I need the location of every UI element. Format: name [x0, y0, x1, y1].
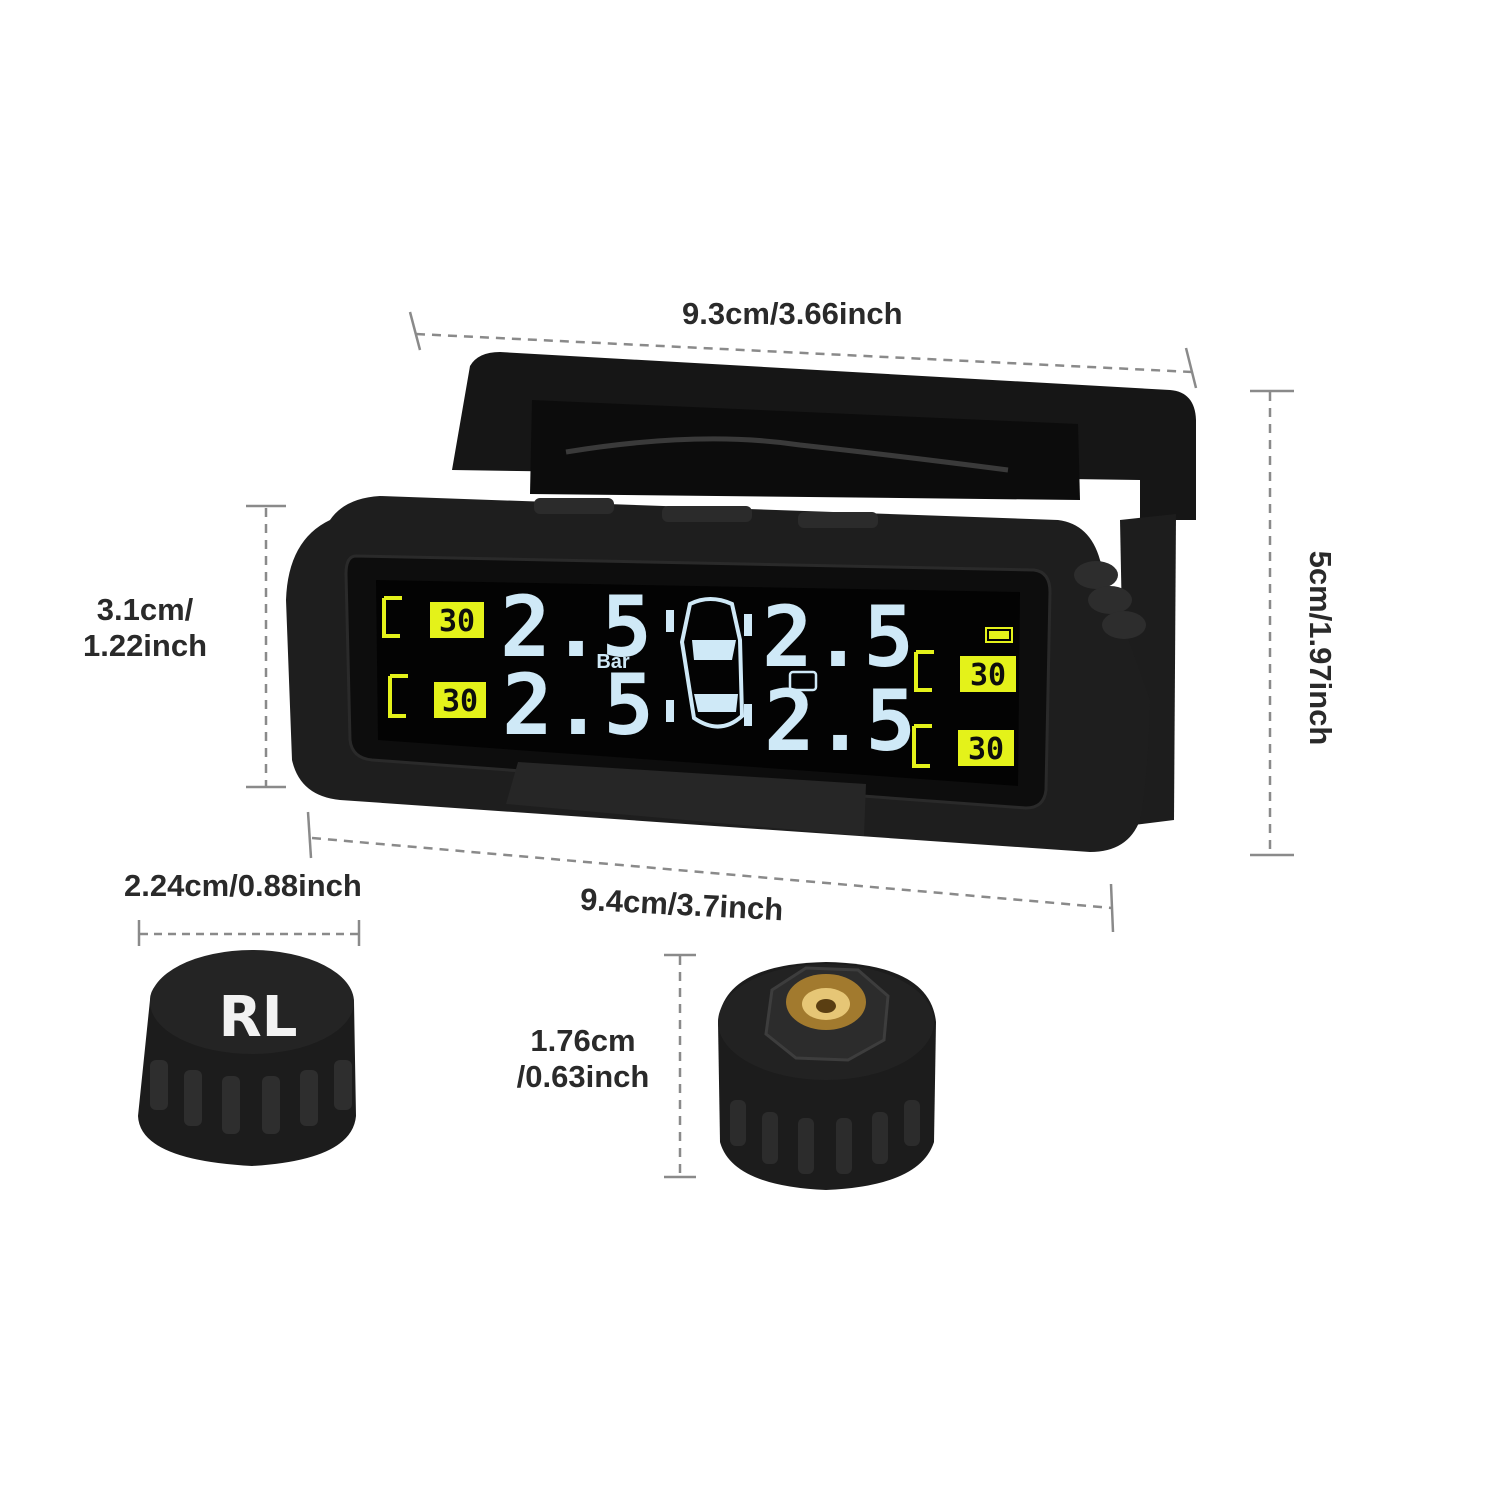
temp-rr-value: 30 [968, 732, 1004, 767]
battery-icon [985, 627, 1013, 643]
sensor-valve [718, 962, 936, 1190]
temp-box-fr: 30 [914, 650, 1016, 693]
temp-rl-value: 30 [442, 684, 478, 719]
sensor-height-label: 1.76cm /0.63inch [508, 1023, 658, 1095]
battery-sensor-icon [788, 670, 818, 692]
sensor-cap-rl: RL [138, 950, 356, 1166]
pressure-fr-value: 2.5 [762, 588, 914, 686]
temp-box-rl: 30 [388, 674, 486, 719]
dial-knurl [1074, 561, 1146, 639]
lcd-screen: 30 30 2.5 Bar 2.5 2.5 2.5 [376, 578, 1020, 786]
pressure-unit-label: Bar [596, 651, 630, 673]
button-left[interactable] [534, 498, 614, 514]
car-icon [666, 597, 752, 729]
pressure-rl-value: 2.5 [502, 656, 654, 754]
pressure-fl-value: 2.5 [500, 578, 652, 676]
pressure-rr-value: 2.5 [764, 672, 916, 770]
bottom-width-line [311, 836, 1113, 910]
temp-box-fl: 30 [382, 596, 484, 639]
sensor-height-label-line1: 1.76cm [530, 1023, 636, 1058]
front-stand [506, 762, 866, 836]
sensor-cap-top [150, 950, 354, 1054]
bottom-width-tick-right [1109, 883, 1115, 933]
solar-panel-recess [530, 400, 1080, 500]
sensor-cap-label: RL [219, 985, 298, 1050]
button-right[interactable] [798, 512, 878, 528]
body-height-label-line1: 3.1cm/ [96, 592, 194, 627]
sensor-height-label-line2: /0.63inch [516, 1059, 650, 1094]
body-height-label-line2: 1.22inch [82, 628, 208, 663]
dimension-lines [137, 311, 1294, 1179]
temp-fr-value: 30 [970, 658, 1006, 693]
temp-box-rr: 30 [912, 724, 1014, 768]
temp-fl-value: 30 [439, 604, 475, 639]
top-width-tick-right [1184, 347, 1198, 389]
button-middle[interactable] [662, 506, 752, 522]
top-width-tick-left [408, 311, 422, 351]
top-width-label: 9.3cm/3.66inch [682, 296, 903, 331]
bottom-width-tick-left [306, 811, 313, 859]
lcd-background [376, 580, 1020, 786]
sensor-width-label: 2.24cm/0.88inch [124, 868, 362, 903]
body-height-label: 3.1cm/ 1.22inch [60, 592, 230, 664]
stand-wire [565, 436, 1009, 473]
top-width-line [415, 332, 1193, 374]
